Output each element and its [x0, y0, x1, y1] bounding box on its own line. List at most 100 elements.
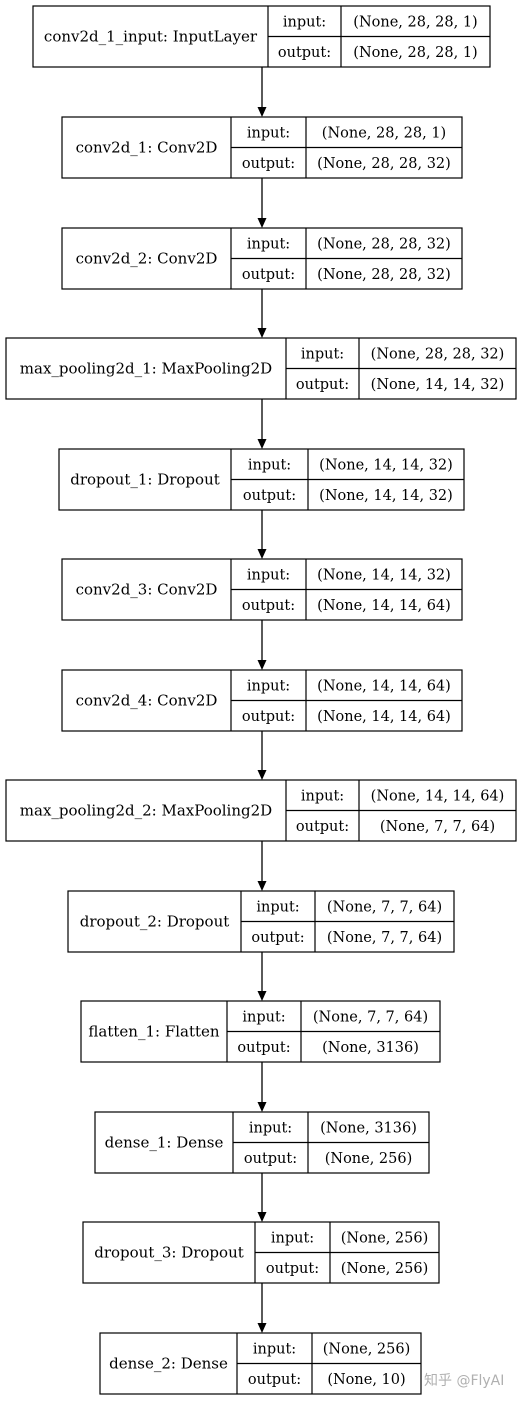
output-shape: (None, 14, 14, 64) — [317, 709, 451, 725]
arrowhead-icon — [257, 439, 267, 449]
input-shape: (None, 28, 28, 32) — [317, 236, 451, 252]
edge-arrow — [257, 399, 267, 449]
input-shape: (None, 14, 14, 64) — [317, 678, 451, 694]
output-label: output: — [296, 819, 349, 835]
input-label: input: — [247, 678, 290, 694]
layer-name: flatten_1: Flatten — [88, 1023, 219, 1041]
input-shape: (None, 256) — [341, 1230, 429, 1246]
layer-node: conv2d_4: Conv2D input: (None, 14, 14, 64)… — [61, 669, 463, 732]
output-label: output: — [243, 488, 296, 504]
arrowhead-icon — [257, 1323, 267, 1333]
layer-node: dropout_2: Dropout input: (None, 7, 7, 64)… — [67, 890, 455, 953]
edge-arrow — [257, 178, 267, 228]
input-label: input: — [271, 1230, 314, 1246]
input-shape: (None, 28, 28, 32) — [371, 346, 505, 362]
output-shape: (None, 14, 14, 32) — [319, 488, 453, 504]
layer-node: conv2d_2: Conv2D input: (None, 28, 28, 32)… — [61, 227, 463, 290]
edge-arrow — [257, 952, 267, 1001]
output-shape: (None, 28, 28, 1) — [353, 45, 477, 61]
output-shape: (None, 10) — [327, 1372, 405, 1388]
output-shape: (None, 14, 14, 32) — [371, 377, 505, 393]
layer-name: conv2d_2: Conv2D — [76, 250, 218, 268]
layer-node: dense_2: Dense input: (None, 256) output: (N… — [99, 1332, 422, 1395]
edge-arrow — [257, 841, 267, 891]
watermark: 知乎 @FlyAI — [424, 1372, 504, 1389]
input-shape: (None, 14, 14, 32) — [317, 567, 451, 583]
input-shape: (None, 28, 28, 1) — [322, 125, 446, 141]
layer-name: conv2d_4: Conv2D — [76, 692, 218, 710]
input-label: input: — [242, 1009, 285, 1025]
nodes: conv2d_1_input: InputLayer input: (None, 2… — [5, 5, 517, 1395]
input-label: input: — [301, 788, 344, 804]
layer-name: dropout_1: Dropout — [70, 471, 220, 489]
layer-node: dropout_1: Dropout input: (None, 14, 14, 3… — [58, 448, 465, 511]
output-label: output: — [242, 156, 295, 172]
edge-arrow — [257, 1062, 267, 1112]
arrowhead-icon — [257, 1212, 267, 1222]
arrowhead-icon — [257, 991, 267, 1001]
output-label: output: — [296, 377, 349, 393]
layer-name: conv2d_1: Conv2D — [76, 139, 218, 157]
edge-arrow — [257, 289, 267, 338]
output-label: output: — [242, 267, 295, 283]
output-label: output: — [248, 1372, 301, 1388]
arrowhead-icon — [257, 770, 267, 780]
input-shape: (None, 14, 14, 32) — [319, 457, 453, 473]
input-shape: (None, 256) — [323, 1341, 411, 1357]
arrowhead-icon — [257, 881, 267, 891]
output-shape: (None, 7, 7, 64) — [380, 819, 495, 835]
edge-arrow — [257, 510, 267, 559]
layer-node: flatten_1: Flatten input: (None, 7, 7, 64)… — [80, 1000, 441, 1063]
layer-node: conv2d_1_input: InputLayer input: (None, 2… — [32, 5, 491, 68]
edge-arrow — [257, 620, 267, 670]
layer-name: dropout_2: Dropout — [80, 913, 230, 931]
output-shape: (None, 3136) — [322, 1040, 419, 1056]
input-label: input: — [253, 1341, 296, 1357]
output-shape: (None, 256) — [325, 1151, 413, 1167]
output-label: output: — [237, 1040, 290, 1056]
layer-name: conv2d_3: Conv2D — [76, 581, 218, 599]
input-label: input: — [247, 236, 290, 252]
layer-name: dense_1: Dense — [105, 1134, 224, 1152]
arrowhead-icon — [257, 660, 267, 670]
output-label: output: — [242, 709, 295, 725]
layer-name: conv2d_1_input: InputLayer — [44, 28, 258, 46]
input-label: input: — [256, 899, 299, 915]
arrowhead-icon — [257, 107, 267, 117]
output-shape: (None, 256) — [341, 1261, 429, 1277]
input-label: input: — [248, 457, 291, 473]
edge-arrow — [257, 1173, 267, 1222]
input-shape: (None, 3136) — [320, 1120, 417, 1136]
input-label: input: — [247, 125, 290, 141]
output-shape: (None, 7, 7, 64) — [327, 930, 442, 946]
layer-node: conv2d_3: Conv2D input: (None, 14, 14, 32)… — [61, 558, 463, 621]
layer-name: max_pooling2d_1: MaxPooling2D — [20, 360, 272, 378]
layer-name: dense_2: Dense — [109, 1355, 228, 1373]
arrowhead-icon — [257, 328, 267, 338]
arrowhead-icon — [257, 549, 267, 559]
output-label: output: — [242, 598, 295, 614]
output-label: output: — [278, 45, 331, 61]
output-label: output: — [244, 1151, 297, 1167]
input-label: input: — [283, 14, 326, 30]
input-shape: (None, 28, 28, 1) — [353, 14, 477, 30]
layer-node: max_pooling2d_2: MaxPooling2Dinput:(None… — [5, 779, 517, 842]
input-label: input: — [301, 346, 344, 362]
output-shape: (None, 28, 28, 32) — [317, 267, 451, 283]
input-shape: (None, 14, 14, 64) — [371, 788, 505, 804]
edge-arrow — [257, 67, 267, 117]
input-shape: (None, 7, 7, 64) — [327, 899, 442, 915]
input-label: input: — [249, 1120, 292, 1136]
output-label: output: — [266, 1261, 319, 1277]
input-label: input: — [247, 567, 290, 583]
layer-node: max_pooling2d_1: MaxPooling2D input: (None… — [5, 337, 517, 400]
edge-arrow — [257, 1283, 267, 1333]
edges — [257, 67, 267, 1333]
output-shape: (None, 28, 28, 32) — [317, 156, 451, 172]
input-shape: (None, 7, 7, 64) — [313, 1009, 428, 1025]
arrowhead-icon — [257, 218, 267, 228]
arrowhead-icon — [257, 1102, 267, 1112]
layer-node: dense_1: Dense input: (None, 3136) output: (… — [94, 1111, 430, 1174]
